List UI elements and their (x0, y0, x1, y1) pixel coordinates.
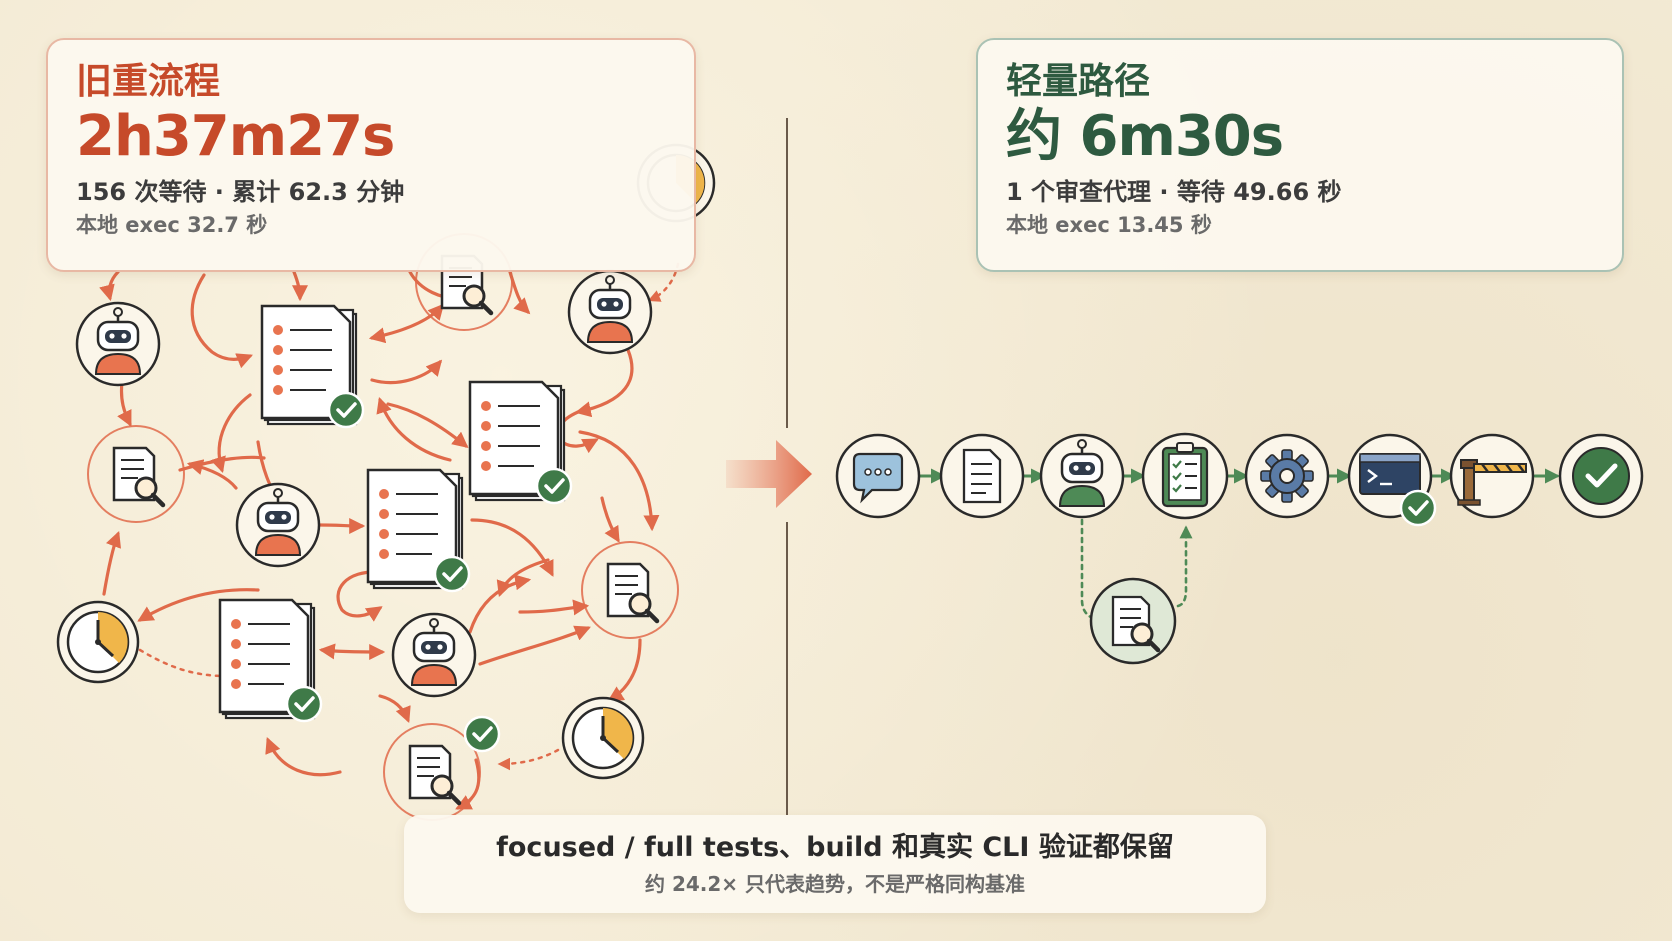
new-flow-nodes (835, 432, 1644, 665)
review-search-icon (1089, 577, 1177, 665)
clock-icon (56, 600, 140, 684)
new-flow-exec: 本地 exec 13.45 秒 (1006, 213, 1212, 237)
robot-icon (391, 612, 477, 698)
document-stack-icon (366, 468, 471, 593)
gear-icon (1244, 433, 1330, 519)
document-stack-icon (468, 380, 573, 505)
gate-icon (1449, 433, 1535, 519)
footer-main-text: focused / full tests、build 和真实 CLI 验证都保留 (496, 832, 1174, 863)
terminal-icon (1347, 433, 1437, 527)
robot-icon (1039, 433, 1125, 519)
review-search-icon (582, 542, 678, 638)
footer-caveat-text: 约 24.2× 只代表趋势，不是严格同构基准 (644, 872, 1026, 896)
document-stack-icon (218, 598, 323, 723)
check-icon (463, 715, 501, 753)
old-flow-stats: 156 次等待 · 累计 62.3 分钟 (76, 178, 405, 206)
new-flow-stats: 1 个审查代理 · 等待 49.66 秒 (1006, 178, 1342, 206)
checklist-icon (1141, 432, 1229, 520)
transition-arrow (726, 440, 812, 508)
robot-icon (235, 482, 321, 568)
review-search-icon (88, 426, 184, 522)
new-flow-card: 轻量路径 约 6m30s 1 个审查代理 · 等待 49.66 秒 本地 exe… (976, 38, 1624, 272)
new-flow-label: 轻量路径 (1006, 61, 1151, 102)
new-flow-duration: 约 6m30s (1006, 104, 1284, 169)
check-icon (1558, 433, 1644, 519)
document-icon (939, 433, 1025, 519)
robot-icon (567, 269, 653, 355)
new-flow-review-loop (1080, 518, 1193, 622)
clock-icon (561, 696, 645, 780)
old-flow-card: 旧重流程 2h37m27s 156 次等待 · 累计 62.3 分钟 本地 ex… (46, 38, 696, 272)
old-flow-connectors (99, 270, 660, 810)
old-flow-label: 旧重流程 (76, 61, 221, 102)
old-flow-duration: 2h37m27s (76, 104, 395, 169)
chat-bubble-icon (835, 433, 921, 519)
old-flow-exec: 本地 exec 32.7 秒 (76, 213, 268, 237)
footer-note: focused / full tests、build 和真实 CLI 验证都保留… (404, 815, 1266, 913)
old-flow-dotted-connectors (138, 262, 680, 771)
robot-icon (75, 301, 161, 387)
document-stack-icon (260, 304, 365, 429)
